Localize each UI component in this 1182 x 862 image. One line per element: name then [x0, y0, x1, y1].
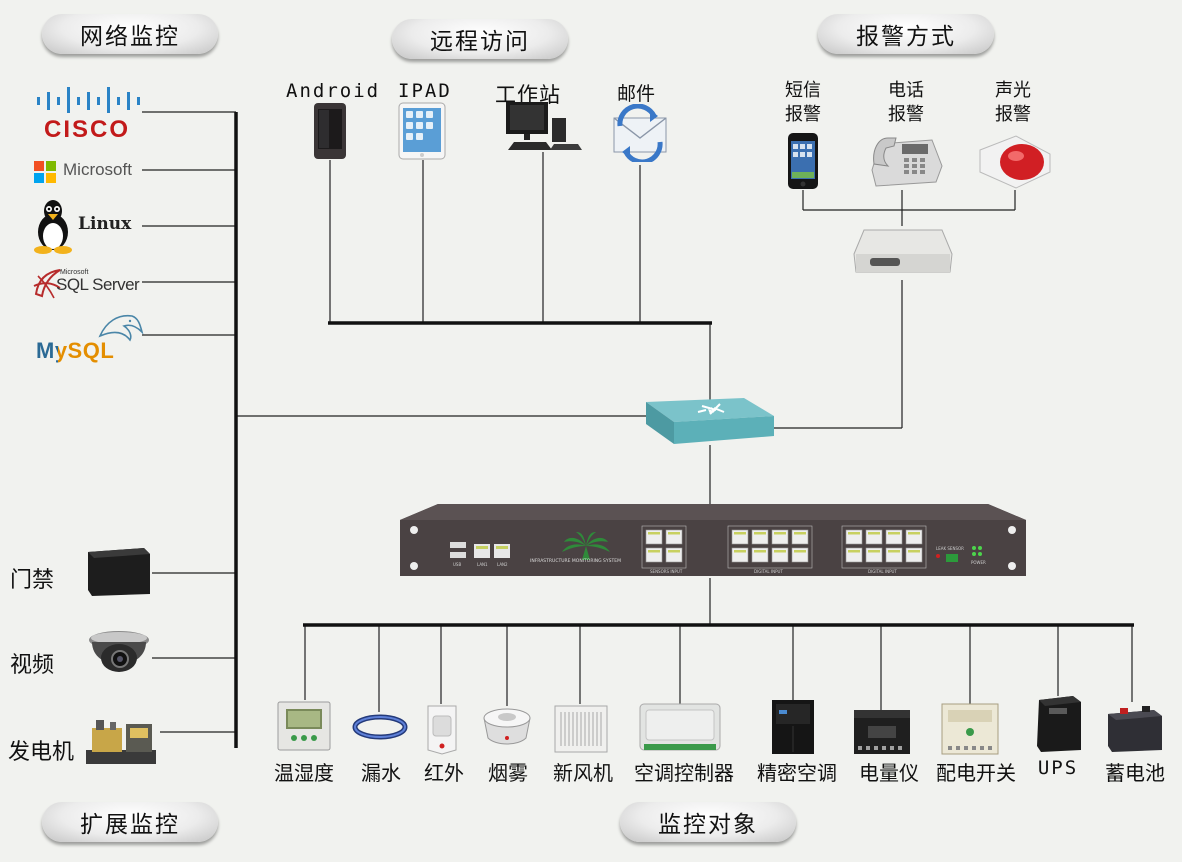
label-light-alarm-line2: 报警: [995, 104, 1031, 125]
rack-power-label: POWER: [971, 560, 986, 565]
sms-gsm-modem-icon: [850, 224, 956, 286]
storage-battery-icon: [1104, 700, 1164, 758]
cisco-logo: CISCO: [34, 84, 146, 143]
temperature-humidity-sensor-icon: [276, 700, 332, 756]
microsoft-logo-text: Microsoft: [63, 160, 132, 179]
mysql-logo: MySQL: [34, 310, 146, 364]
rack-digital-input-1-label: DIGITAL INPUT: [754, 569, 783, 574]
rack-usb-label: USB: [453, 562, 462, 567]
section-alarm-methods: 报警方式: [818, 14, 994, 54]
cisco-logo-text: CISCO: [44, 116, 131, 143]
section-network-monitoring: 网络监控: [42, 14, 218, 54]
ups-icon: [1035, 694, 1083, 758]
rack-system-name: INFRASTRUCTURE MONITORING SYSTEM: [530, 559, 621, 564]
label-distribution-switch: 配电开关: [936, 761, 1016, 785]
label-power-meter: 电量仪: [859, 761, 919, 785]
email-envelope-icon: [610, 103, 670, 166]
access-controller-icon: [86, 546, 152, 602]
label-battery: 蓄电池: [1105, 761, 1165, 785]
workstation-computer-icon: [500, 100, 584, 160]
linux-logo-text: Linux: [78, 214, 132, 234]
label-ups: UPS: [1037, 757, 1079, 779]
label-phone-alarm-line2: 报警: [888, 104, 924, 125]
label-precision-ac: 精密空调: [757, 761, 837, 785]
label-temperature-humidity: 温湿度: [274, 761, 334, 785]
dome-camera-icon: [86, 628, 152, 690]
label-access-control: 门禁: [10, 568, 55, 593]
diesel-generator-icon: [82, 716, 160, 772]
windows-icon: [34, 161, 56, 183]
label-generator: 发电机: [8, 740, 75, 765]
microsoft-logo: Microsoft: [34, 158, 146, 184]
label-sms-alarm-line2: 报警: [785, 104, 821, 125]
power-distribution-switch-icon: [940, 702, 1000, 760]
mysql-wordmark: MySQL: [36, 338, 115, 363]
label-water-leak: 漏水: [361, 761, 401, 785]
label-sms-alarm-line1: 短信: [785, 80, 821, 101]
sql-server-emblem-icon: [33, 269, 61, 299]
label-ac-controller: 空调控制器: [634, 761, 734, 785]
label-email: 邮件: [617, 83, 656, 105]
smoke-detector-icon: [480, 704, 534, 752]
label-infrared: 红外: [424, 761, 464, 785]
rack-lan1-label: LAN1: [477, 562, 488, 567]
rack-sensors-label: SENSORS INPUT: [650, 569, 683, 574]
precision-air-conditioner-icon: [770, 698, 816, 760]
label-video: 视频: [10, 653, 55, 678]
label-phone-alarm: 电话 报警: [888, 79, 924, 127]
rack-digital-input-2-label: DIGITAL INPUT: [868, 569, 897, 574]
section-remote-access: 远程访问: [392, 19, 568, 59]
smartphone-icon: [787, 132, 819, 194]
sql-server-brand-small: Microsoft: [60, 269, 89, 276]
section-monitored-objects: 监控对象: [620, 802, 796, 842]
label-phone-alarm-line1: 电话: [888, 80, 924, 101]
monitoring-host-rack-unit: INFRASTRUCTURE MONITORING SYSTEM USB LAN…: [398, 502, 1028, 580]
air-conditioner-controller-icon: [638, 702, 722, 758]
infrared-motion-sensor-icon: [424, 702, 460, 760]
mysql-logo-text: MySQL: [36, 338, 114, 364]
android-phone-icon: [313, 102, 347, 164]
rack-leak-sensor-label: LEAK SENSOR: [936, 546, 964, 551]
label-fresh-air-unit: 新风机: [553, 761, 613, 785]
water-leak-cable-icon: [352, 712, 408, 746]
dolphin-icon: [98, 314, 144, 342]
network-switch-icon: [644, 396, 776, 452]
label-light-alarm: 声光 报警: [995, 79, 1031, 127]
ipad-icon: [398, 102, 446, 164]
desk-telephone-icon: [866, 130, 946, 194]
tux-penguin-icon: [34, 200, 72, 254]
section-extended-monitoring: 扩展监控: [42, 802, 218, 842]
label-sms-alarm: 短信 报警: [785, 79, 821, 127]
linux-logo: Linux: [32, 198, 144, 254]
strobe-siren-icon: [976, 132, 1056, 194]
label-android: Android: [286, 80, 381, 102]
label-ipad: IPAD: [398, 80, 452, 102]
sql-server-logo-text: SQL Server: [56, 275, 140, 294]
label-smoke: 烟雾: [488, 761, 528, 785]
sql-server-logo: Microsoft SQL Server: [32, 266, 144, 300]
power-meter-icon: [852, 708, 912, 760]
label-light-alarm-line1: 声光: [995, 80, 1031, 101]
rack-lan2-label: LAN2: [497, 562, 508, 567]
fresh-air-unit-icon: [553, 704, 609, 758]
